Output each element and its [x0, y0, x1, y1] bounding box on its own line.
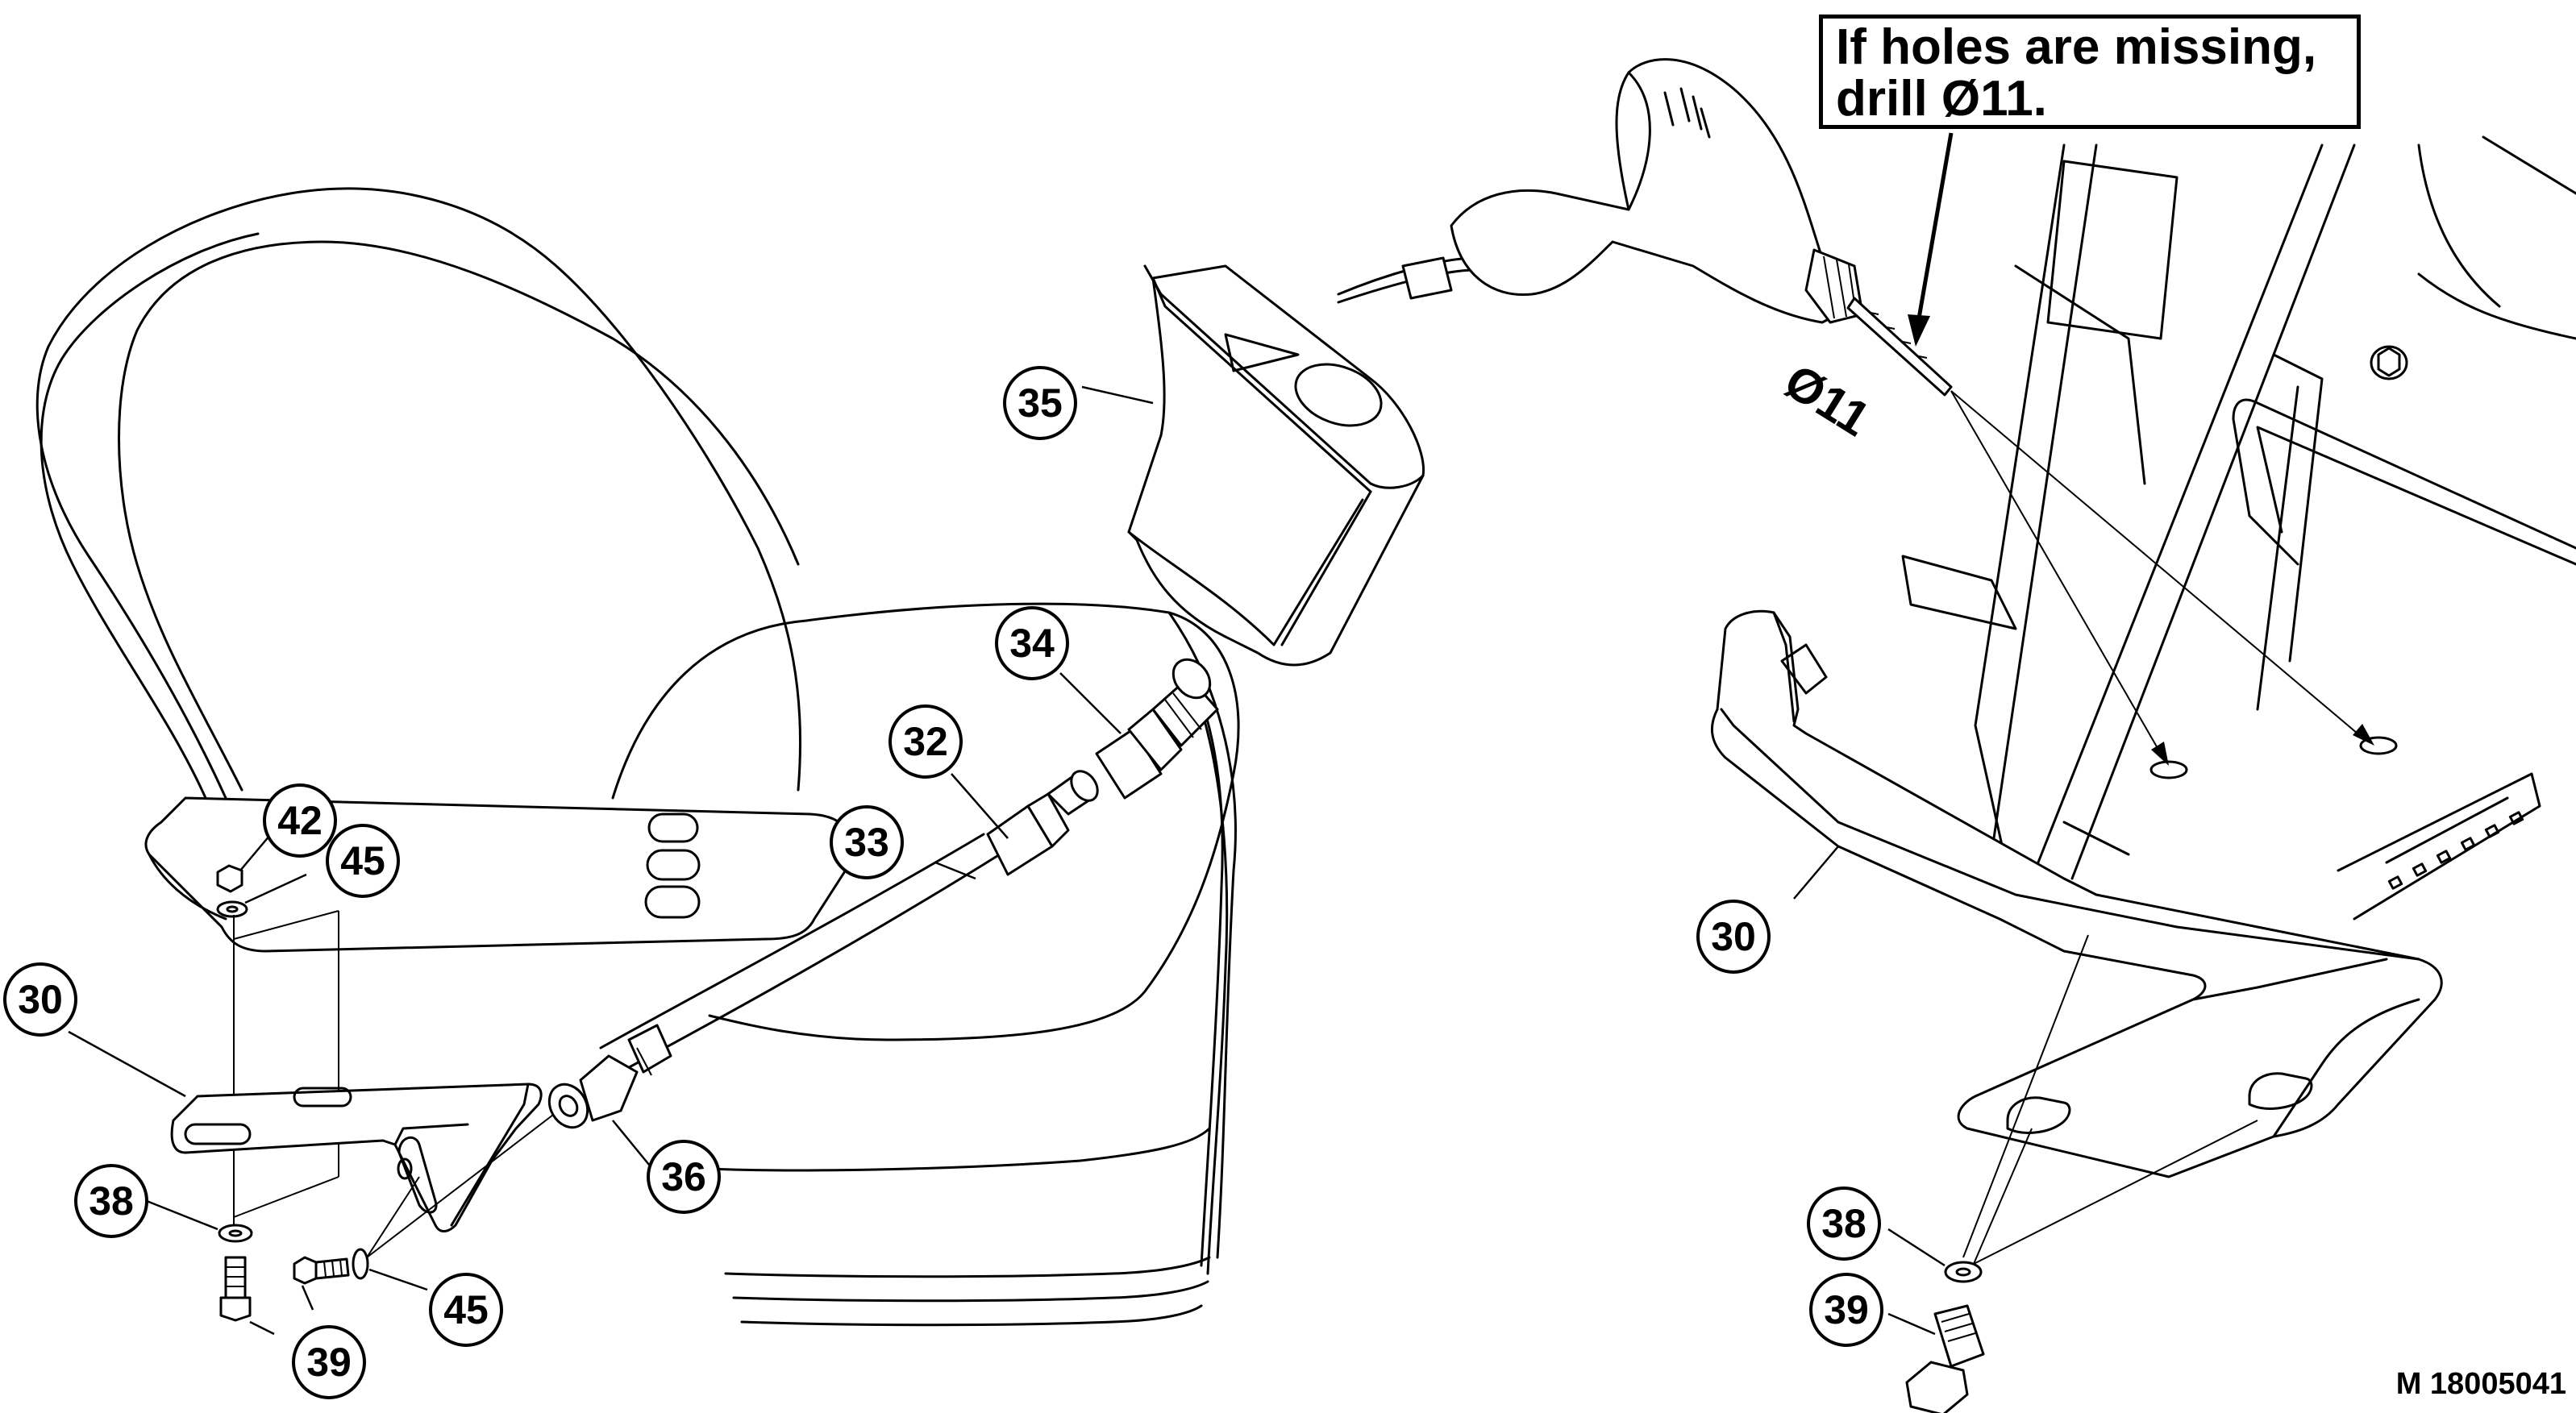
callout-30: 30: [1696, 900, 1771, 974]
svg-text:38: 38: [1821, 1201, 1866, 1246]
note-arrow: [1908, 132, 1954, 347]
svg-text:30: 30: [1711, 914, 1756, 959]
rail-holes: [2387, 811, 2524, 890]
connector-34: [1095, 658, 1219, 800]
drawing-number: M 18005041: [2395, 1367, 2566, 1401]
callout-30: 30: [3, 962, 77, 1037]
svg-text:45: 45: [340, 838, 385, 883]
svg-text:39: 39: [1824, 1287, 1869, 1332]
seat-cushion: [611, 602, 1240, 1041]
callout-38: 38: [1807, 1187, 1881, 1261]
drill: [1337, 58, 1953, 397]
callout-45: 45: [326, 824, 400, 898]
svg-text:39: 39: [306, 1340, 352, 1385]
note-line-2: drill Ø11.: [1836, 71, 2047, 127]
svg-text:45: 45: [443, 1287, 489, 1332]
callout-45: 45: [429, 1273, 503, 1347]
bolt-39-right: [1905, 1304, 1985, 1413]
washer-45-upper: [216, 900, 248, 918]
callout-39: 39: [292, 1325, 366, 1399]
callout-38: 38: [74, 1164, 148, 1238]
svg-text:36: 36: [661, 1154, 706, 1199]
svg-text:32: 32: [903, 719, 948, 764]
drill-guide-arrows: [1950, 390, 2374, 766]
svg-text:30: 30: [18, 977, 63, 1022]
callout-35: 35: [1003, 366, 1077, 440]
seat-backrest: [35, 187, 802, 800]
callout-36: 36: [647, 1140, 721, 1214]
svg-text:42: 42: [277, 798, 323, 843]
bolt-39-vertical: [218, 1224, 253, 1322]
nut-42: [216, 864, 243, 893]
svg-text:33: 33: [844, 820, 889, 865]
drill-note: If holes are missing, drill Ø11.: [1819, 15, 2361, 129]
seat-mounting-plate: [144, 796, 855, 953]
cable-end-36: [547, 1054, 639, 1129]
callout-39: 39: [1809, 1273, 1883, 1347]
callout-34: 34: [995, 606, 1069, 680]
washer-38-right: [1944, 1261, 1983, 1283]
mount-hole: [2149, 760, 2188, 779]
svg-text:35: 35: [1017, 380, 1063, 426]
svg-text:34: 34: [1009, 621, 1055, 666]
slot-hole: [646, 849, 701, 881]
note-line-1: If holes are missing,: [1836, 19, 2317, 75]
cover-35: [1127, 264, 1425, 667]
seat: [35, 187, 1240, 1327]
bracket-30-left: [170, 1083, 543, 1232]
bolt-39-horizontal: [293, 1248, 369, 1285]
callout-42: 42: [263, 783, 337, 858]
cable-hose-33: [599, 833, 1001, 1078]
bracket-30-right: [1710, 609, 2443, 1178]
svg-text:38: 38: [89, 1178, 134, 1224]
connector-32: [986, 770, 1099, 876]
callout-33: 33: [830, 805, 904, 879]
slot-hole: [647, 812, 699, 843]
mount-hole: [2359, 736, 2398, 755]
seat-backrest-cushion: [118, 240, 800, 792]
washer-45-lower: [352, 1248, 369, 1280]
slot-hole: [644, 885, 701, 919]
frame: [1901, 135, 2576, 921]
callout-32: 32: [888, 704, 963, 779]
